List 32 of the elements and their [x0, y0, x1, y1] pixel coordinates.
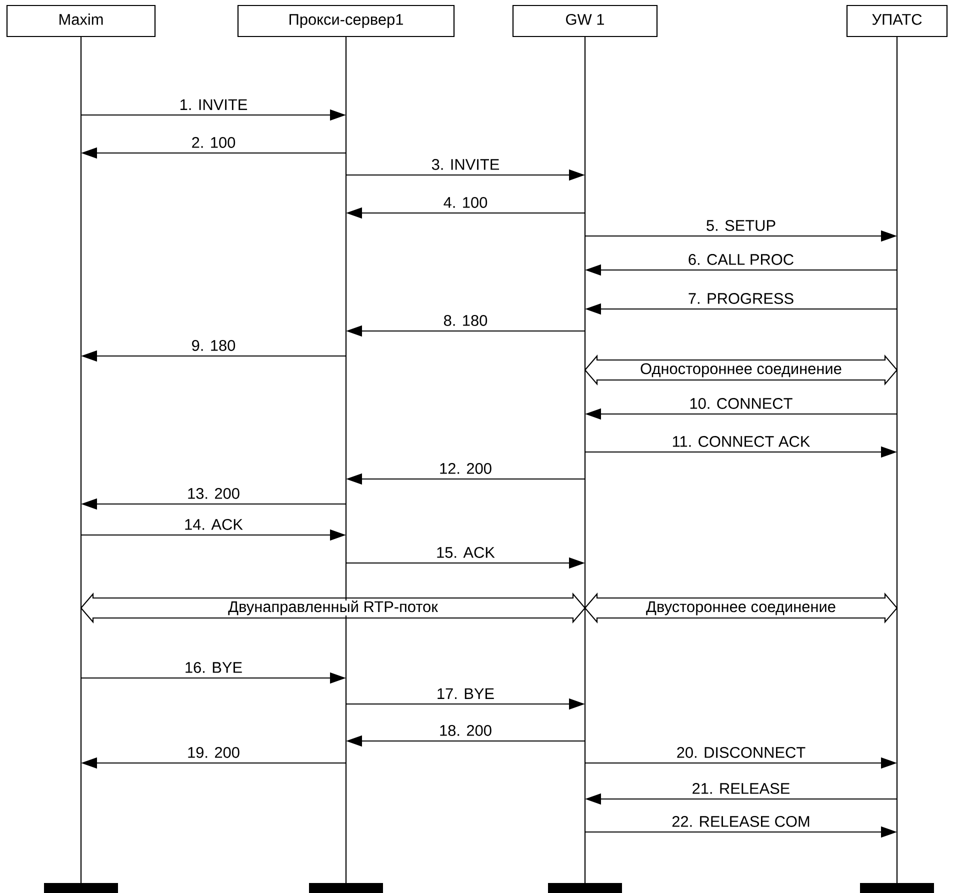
- wide-arrow: [584, 592, 898, 624]
- edge-label: 11. CONNECT ACK: [672, 436, 810, 447]
- participant-box: Maxim: [6, 4, 156, 38]
- edge-label: Двунаправленный RTP-поток: [228, 600, 438, 616]
- edge-label: 2. 100: [192, 137, 236, 148]
- edge-label: 17. BYE: [438, 688, 494, 699]
- edge-label: 20. DISCONNECT: [677, 747, 806, 758]
- wide-arrow: [584, 354, 898, 386]
- edge-label: Двустороннее соединение: [646, 601, 836, 616]
- wide-arrow: [80, 592, 586, 624]
- edge-label: 1. INVITE: [180, 99, 248, 110]
- edge-label: 5. SETUP: [706, 220, 776, 231]
- edge-label: 3. INVITE: [432, 159, 500, 170]
- participant-box: Прокси-сервер1: [237, 4, 455, 38]
- edge-label: 4. 100: [444, 197, 488, 208]
- edge-label: 13. 200: [188, 488, 240, 499]
- participant-box: GW 1: [512, 4, 658, 38]
- edge-label: Одностороннее соединение: [640, 363, 842, 378]
- edge-label: 15. ACK: [437, 547, 495, 558]
- edge-label: 7. PROGRESS: [688, 293, 794, 304]
- edge-label: 19. 200: [188, 747, 240, 758]
- edge-label: 14. ACK: [185, 519, 243, 530]
- edge-label: 10. CONNECT: [690, 398, 792, 409]
- edge-label: 16. BYE: [186, 662, 242, 673]
- participant-box: УПАТС: [846, 4, 948, 38]
- edge-label: 12. 200: [440, 463, 492, 474]
- edge-label: 8. 180: [444, 315, 488, 326]
- edge-label: 18. 200: [440, 725, 492, 736]
- edge-label: 22. RELEASE COM: [672, 816, 810, 827]
- edge-label: 9. 180: [192, 340, 236, 351]
- edge-label: 21. RELEASE: [692, 783, 790, 794]
- edge-label: 6. CALL PROC: [688, 254, 794, 265]
